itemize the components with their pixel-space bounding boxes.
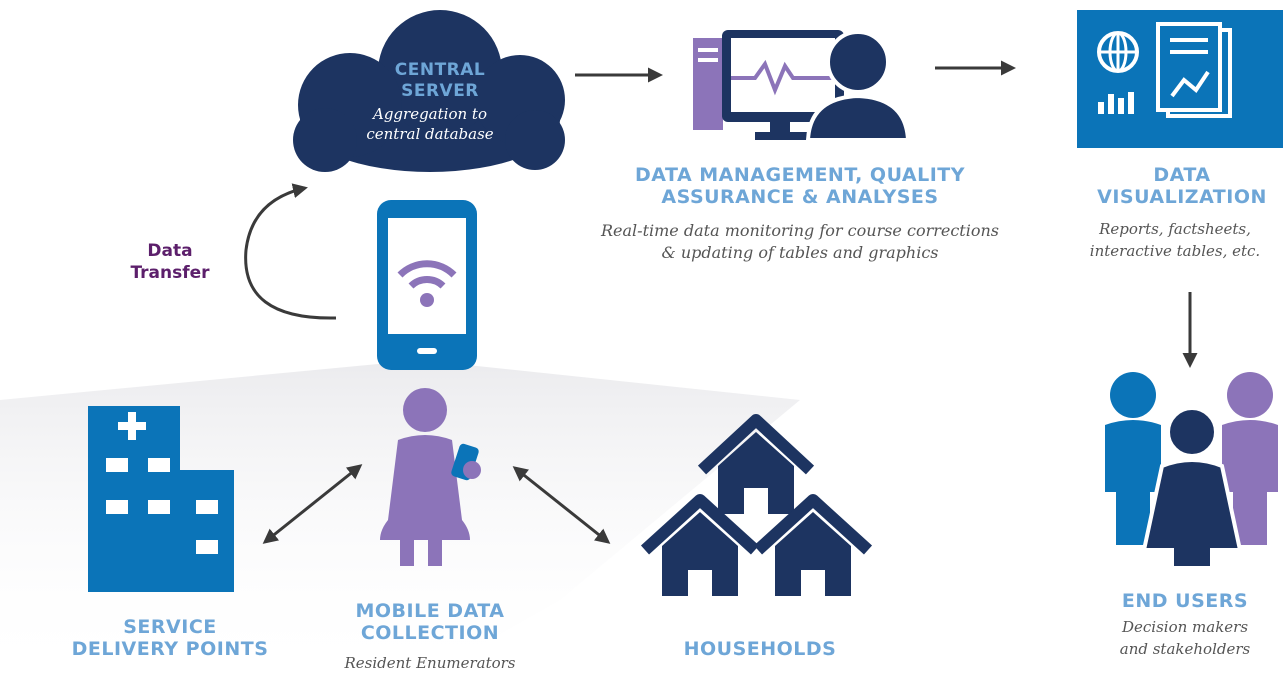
service-delivery-title: SERVICE DELIVERY POINTS: [60, 616, 280, 660]
data-visualization-title-line1: DATA: [1153, 164, 1211, 186]
central-server-sub-line2: central database: [366, 125, 494, 143]
data-visualization-title-line2: VISUALIZATION: [1097, 186, 1267, 208]
data-visualization-sub-line1: Reports, factsheets,: [1099, 220, 1251, 238]
house-top: [697, 414, 815, 514]
central-server-title-line1: CENTRAL: [394, 60, 486, 80]
service-delivery-title-line1: SERVICE: [123, 616, 217, 638]
central-server-title-line2: SERVER: [401, 81, 479, 101]
data-transfer-line2: Transfer: [130, 263, 210, 283]
data-transfer-line1: Data: [147, 241, 193, 261]
end-users-sub-line2: and stakeholders: [1119, 640, 1251, 658]
house-right: [753, 494, 873, 596]
data-management-title: DATA MANAGEMENT, QUALITY ASSURANCE & ANA…: [570, 164, 1030, 208]
end-users-sub-line1: Decision makers: [1121, 618, 1249, 636]
service-delivery-title-line2: DELIVERY POINTS: [71, 638, 269, 660]
households-title: HOUSEHOLDS: [683, 638, 837, 660]
mobile-collection-title-line1: MOBILE DATA: [355, 600, 505, 622]
computer-analyst-icon: [693, 30, 911, 142]
enumerator-woman-icon: [380, 388, 481, 566]
end-users-subtitle: Decision makers and stakeholders: [1095, 616, 1275, 660]
central-server-sub-line1: Aggregation to: [373, 105, 487, 123]
data-visualization-subtitle: Reports, factsheets, interactive tables,…: [1066, 218, 1284, 262]
data-management-sub-line2: & updating of tables and graphics: [661, 243, 939, 262]
central-server-title: CENTRAL SERVER: [355, 60, 525, 102]
end-users-title: END USERS: [1121, 590, 1249, 612]
end-users-icon: [1105, 372, 1278, 570]
households-icon: [640, 414, 873, 596]
house-left: [640, 494, 760, 596]
data-transfer-label: Data Transfer: [115, 240, 225, 284]
central-server-subtitle: Aggregation to central database: [330, 104, 530, 144]
cloud-icon: [293, 10, 565, 172]
data-visualization-sub-line2: interactive tables, etc.: [1089, 242, 1261, 260]
data-visualization-title: DATA VISUALIZATION: [1080, 164, 1284, 208]
service-delivery-building-icon: [88, 406, 234, 592]
data-transfer-arrow: [244, 183, 337, 320]
data-visualization-icon: [1077, 10, 1283, 148]
arrow-enumerator-households: [512, 466, 611, 544]
mobile-collection-title-line2: COLLECTION: [360, 622, 500, 644]
data-management-subtitle: Real-time data monitoring for course cor…: [545, 220, 1055, 264]
mobile-collection-subtitle: Resident Enumerators: [344, 654, 516, 672]
smartphone-wifi-icon: [377, 200, 477, 370]
arrow-service-enumerator: [262, 464, 363, 544]
data-management-sub-line1: Real-time data monitoring for course cor…: [601, 221, 999, 240]
data-management-title-line1: DATA MANAGEMENT, QUALITY: [634, 164, 966, 186]
mobile-collection-title: MOBILE DATA COLLECTION: [330, 600, 530, 644]
data-management-title-line2: ASSURANCE & ANALYSES: [661, 186, 939, 208]
